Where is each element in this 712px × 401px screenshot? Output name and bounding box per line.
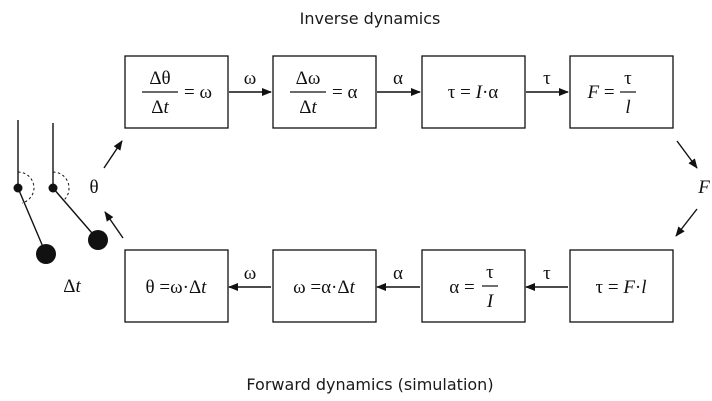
inv1-rhs: = ω xyxy=(184,82,212,103)
inv-arrow-2-label: α xyxy=(393,68,403,89)
title-inverse-dynamics: Inverse dynamics xyxy=(300,9,441,28)
pendulum-illustration: θ Δt xyxy=(14,120,124,297)
forward-box-1: θ =ω·Δt xyxy=(125,250,228,322)
inv4-denominator: l xyxy=(625,97,630,118)
inv-arrow-3-label: τ xyxy=(543,68,551,89)
fwd-arrow-3-label: ω xyxy=(244,263,257,284)
theta-label: θ xyxy=(89,177,98,198)
right-arrow-down xyxy=(677,141,697,168)
fwd-arrow-2-label: α xyxy=(393,263,403,284)
inverse-box-1: Δθ Δt = ω xyxy=(125,56,228,128)
fwd2-equation: ω =α·Δt xyxy=(293,277,355,298)
left-arrow-up-from-bottom xyxy=(105,212,123,238)
delta-t-label: Δt xyxy=(63,276,81,297)
pendulum-1-bob xyxy=(36,244,56,264)
pendulum-1-rod-lower xyxy=(18,188,46,254)
forward-box-4: τ = F·l xyxy=(570,250,673,322)
right-arrow-into-bottom xyxy=(676,209,697,236)
inv2-denominator: Δt xyxy=(299,97,317,118)
inv4-lhs: F = xyxy=(586,82,614,103)
inv1-numerator: Δθ xyxy=(149,68,170,89)
title-forward-dynamics: Forward dynamics (simulation) xyxy=(246,375,493,394)
forward-box-2: ω =α·Δt xyxy=(273,250,376,322)
inv-arrow-1-label: ω xyxy=(244,68,257,89)
inverse-box-4: F = τ l xyxy=(570,56,673,128)
inv1-denominator: Δt xyxy=(151,97,169,118)
inv2-rhs: = α xyxy=(332,82,357,103)
pendulum-2-bob xyxy=(88,230,108,250)
inverse-box-3: τ = I·α xyxy=(422,56,525,128)
fwd1-equation: θ =ω·Δt xyxy=(146,277,208,298)
forward-box-3: α = τ I xyxy=(422,250,525,322)
fwd3-lhs: α = xyxy=(449,277,474,298)
left-arrow-up-to-top xyxy=(104,141,122,168)
fwd-arrow-1-label: τ xyxy=(543,263,551,284)
inv3-equation: τ = I·α xyxy=(448,82,499,103)
inv4-numerator: τ xyxy=(624,68,632,89)
fwd4-equation: τ = F·l xyxy=(595,277,646,298)
fwd3-numerator: τ xyxy=(486,262,494,283)
pendulum-2-pivot xyxy=(49,184,58,193)
side-label-F: F xyxy=(697,177,710,198)
pendulum-1-pivot xyxy=(14,184,23,193)
inverse-box-2: Δω Δt = α xyxy=(273,56,376,128)
inv2-numerator: Δω xyxy=(296,68,321,89)
